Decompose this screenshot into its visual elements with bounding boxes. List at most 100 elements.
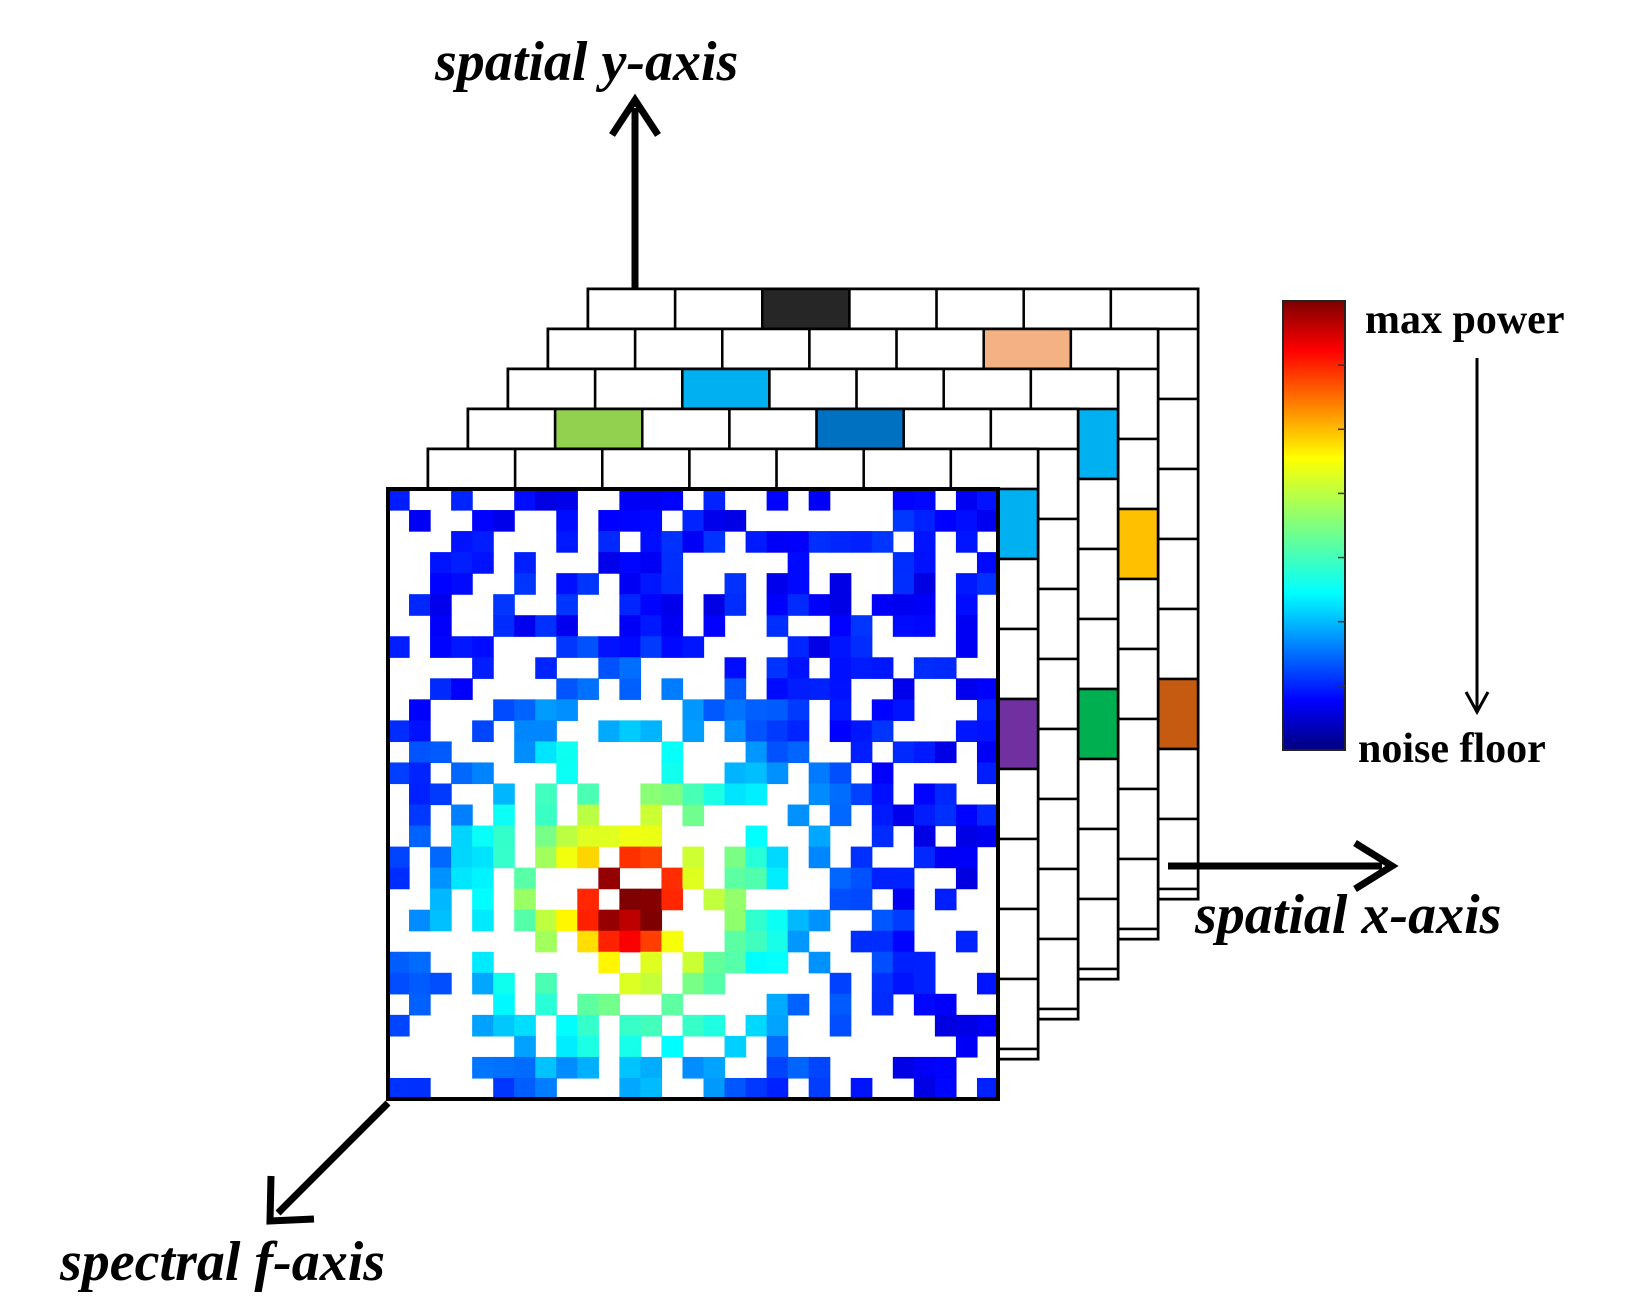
heatmap-cell (640, 489, 663, 511)
heatmap-cell (955, 1014, 978, 1037)
heatmap-cell (430, 783, 452, 806)
heatmap-cell (556, 489, 578, 511)
heatmap-cell (745, 825, 768, 848)
heatmap-cell (640, 573, 663, 595)
heatmap-cell (724, 594, 747, 616)
heatmap-cell (619, 678, 642, 700)
heatmap-cell (850, 615, 873, 637)
layer-cell (808, 327, 898, 371)
heatmap-cell (724, 720, 747, 743)
heatmap-cell (661, 888, 684, 911)
heatmap-cell (556, 846, 578, 869)
heatmap-cell (514, 615, 536, 637)
heatmap-cell (577, 930, 599, 953)
heatmap-cell (955, 573, 978, 595)
layer-cell (1114, 857, 1160, 931)
layer-cell (1154, 327, 1200, 401)
heatmap-cell (577, 783, 599, 806)
heatmap-cell (913, 1077, 936, 1100)
heatmap-cell (388, 1077, 410, 1100)
heatmap-cell (934, 846, 957, 869)
heatmap-cell (829, 993, 852, 1016)
layer-cell (775, 447, 865, 491)
heatmap-cell (724, 762, 747, 785)
heatmap-cell (451, 867, 473, 890)
heatmap-cell (514, 573, 536, 595)
heatmap-cell (724, 909, 747, 932)
heatmap-cell (808, 909, 831, 932)
heatmap-cell (829, 615, 852, 637)
heatmap-cell (703, 489, 726, 511)
heatmap-cell (850, 741, 873, 764)
heatmap-cell (661, 594, 684, 616)
heatmap-cell (766, 951, 789, 974)
heatmap-cell (808, 825, 831, 848)
heatmap-cell (955, 825, 978, 848)
heatmap-cell (556, 825, 578, 848)
heatmap-cell (724, 510, 747, 532)
heatmap-cell (745, 846, 768, 869)
heatmap-cell (409, 510, 431, 532)
heatmap-cell (661, 573, 684, 595)
heatmap-cell (598, 531, 620, 553)
layer-cell (1074, 407, 1120, 481)
heatmap-cell (976, 825, 999, 848)
heatmap-cell (913, 552, 936, 574)
layer-cell (994, 767, 1040, 841)
heatmap-cell (451, 531, 473, 553)
heatmap-cell (514, 1056, 536, 1079)
heatmap-cell (871, 930, 894, 953)
layer-cell (1074, 547, 1120, 621)
heatmap-cell (766, 1056, 789, 1079)
heatmap-cell (913, 993, 936, 1016)
layer-cell (1154, 537, 1200, 611)
heatmap-cell (661, 636, 684, 658)
heatmap-cell (493, 1014, 515, 1037)
heatmap-cell (913, 846, 936, 869)
heatmap-cell (724, 888, 747, 911)
heatmap-cell (577, 804, 599, 827)
heatmap-cell (871, 720, 894, 743)
layer-cell (1074, 897, 1120, 971)
heatmap-cell (598, 510, 620, 532)
layer-cell (593, 367, 684, 411)
heatmap-cell (493, 783, 515, 806)
heatmap-cell (808, 1056, 831, 1079)
heatmap-cell (577, 825, 599, 848)
layer-cell (768, 367, 858, 411)
heatmap-cell (451, 573, 473, 595)
heatmap-cell (514, 867, 536, 890)
heatmap-cell (556, 741, 578, 764)
heatmap-cell (787, 657, 810, 679)
layer-cell (1074, 827, 1120, 901)
heatmap-cell (808, 636, 831, 658)
heatmap-cell (808, 951, 831, 974)
heatmap-cell (640, 930, 663, 953)
layer-cell (994, 487, 1040, 561)
heatmap-cell (892, 972, 915, 995)
heatmap-cell (556, 510, 578, 532)
layer-cell (1114, 647, 1160, 721)
heatmap-cell (514, 552, 536, 574)
heatmap-cell (892, 678, 915, 700)
heatmap-cell (682, 951, 705, 974)
x-axis-arrow (1168, 840, 1399, 892)
heatmap-cell (640, 951, 663, 974)
heatmap-cell (766, 594, 789, 616)
heatmap-cell (829, 636, 852, 658)
heatmap-cell (640, 720, 663, 743)
heatmap-cell (787, 573, 810, 595)
heatmap-cell (535, 909, 557, 932)
heatmap-cell (619, 615, 642, 637)
heatmap-cell (619, 1056, 642, 1079)
heatmap-cell (493, 510, 515, 532)
x-axis-label: spatial x-axis (1194, 884, 1501, 946)
layer-cell (848, 287, 938, 331)
heatmap-cell (640, 594, 663, 616)
colorbar: max power noise floor (1282, 297, 1564, 772)
heatmap-cell (598, 657, 620, 679)
layer-cell (994, 977, 1040, 1051)
heatmap-cell (409, 699, 431, 721)
heatmap-cell (409, 594, 431, 616)
layer-cell (513, 447, 604, 491)
